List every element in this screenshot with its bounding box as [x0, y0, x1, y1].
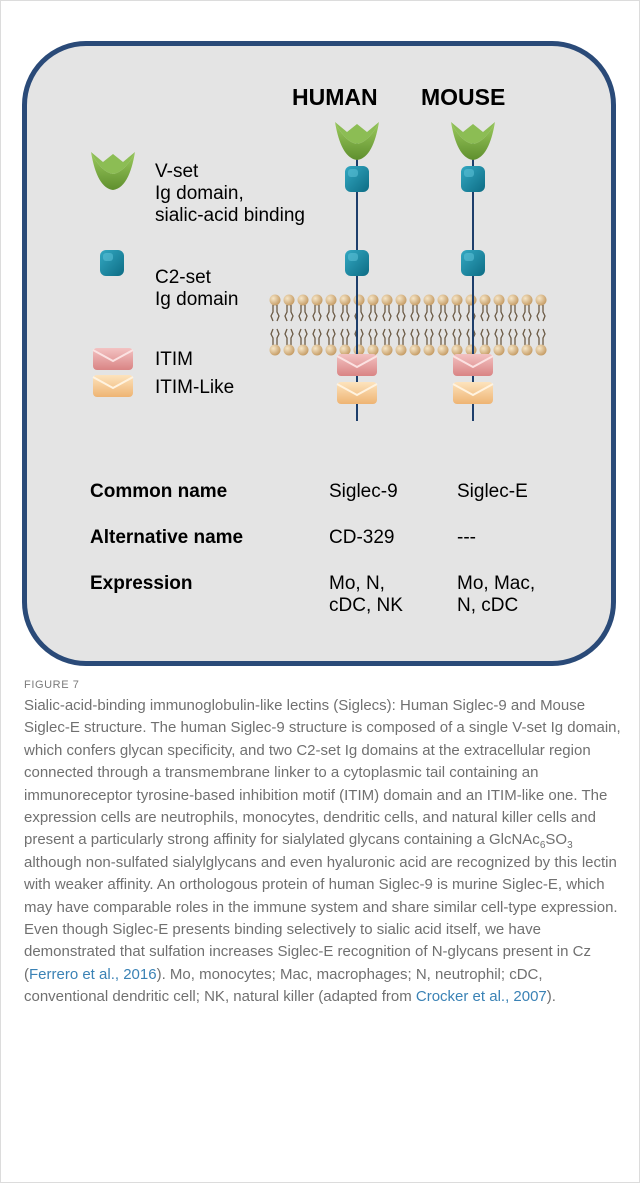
legend-itim-like-label: ITIM-Like	[155, 377, 235, 398]
caption-subscript-6: 6	[539, 840, 546, 852]
human-common-name: Siglec-9	[329, 481, 398, 502]
legend-itim-label: ITIM	[155, 349, 193, 370]
caption-text-2: although non-sulfated sialylglycans and …	[24, 853, 618, 983]
v-set-domain-icon	[451, 122, 495, 160]
itim-icon	[452, 353, 494, 377]
mouse-alternative-name: ---	[457, 527, 476, 548]
c2-set-domain-icon	[461, 166, 485, 192]
caption-text-1: Sialic-acid-binding immunoglobulin-like …	[24, 697, 621, 849]
figure-panel: HUMAN MOUSE V-set Ig domain, sialic-acid…	[22, 41, 616, 666]
legend-itim-icon	[92, 347, 134, 371]
mouse-common-name: Siglec-E	[457, 481, 528, 502]
row-label-expression: Expression	[90, 573, 193, 594]
legend-itim-like-icon	[92, 374, 134, 398]
itim-like-icon	[336, 381, 378, 405]
c2-set-domain-icon	[461, 250, 485, 276]
v-set-domain-icon	[335, 122, 379, 160]
reference-link-crocker[interactable]: Crocker et al., 2007	[415, 988, 547, 1006]
reference-link-ferrero[interactable]: Ferrero et al., 2016	[29, 965, 157, 983]
caption-so: SO	[545, 831, 568, 849]
human-siglec-9-receptor	[335, 122, 379, 421]
header-mouse: MOUSE	[421, 84, 506, 110]
row-label-alternative-name: Alternative name	[90, 527, 244, 548]
header-human: HUMAN	[292, 84, 378, 110]
legend-c2-set-line1: C2-set	[155, 267, 211, 288]
human-expression: Mo, N, cDC, NK	[329, 573, 403, 616]
row-label-common-name: Common name	[90, 481, 228, 502]
caption-subscript-3: 3	[567, 840, 573, 852]
figure-label: FIGURE 7	[24, 679, 80, 691]
legend-v-set-line2: Ig domain,	[155, 183, 244, 204]
mouse-siglec-e-receptor	[451, 122, 495, 421]
c2-set-domain-icon	[345, 250, 369, 276]
legend-c2-set-line2: Ig domain	[155, 289, 239, 310]
figure-caption: Sialic-acid-binding immunoglobulin-like …	[24, 695, 624, 1009]
mouse-expression: Mo, Mac, N, cDC	[457, 573, 536, 616]
itim-like-icon	[452, 381, 494, 405]
c2-set-domain-icon	[345, 166, 369, 192]
legend-c2-set-label: C2-set Ig domain	[155, 267, 238, 311]
lipid-bilayer-icon	[268, 293, 548, 357]
legend-v-set-icon	[91, 152, 135, 190]
itim-icon	[336, 353, 378, 377]
siglec-diagram	[91, 122, 548, 421]
human-alternative-name: CD-329	[329, 527, 395, 548]
caption-text-4: ).	[546, 988, 556, 1006]
legend-c2-set-icon	[100, 250, 124, 276]
legend-v-set-line1: V-set	[155, 161, 199, 182]
legend-v-set-label: V-set Ig domain, sialic-acid binding	[155, 161, 305, 227]
caption-text-3: ). Mo, monocytes; Mac, macrophages; N, n…	[24, 965, 543, 1006]
legend-v-set-line3: sialic-acid binding	[155, 205, 305, 226]
